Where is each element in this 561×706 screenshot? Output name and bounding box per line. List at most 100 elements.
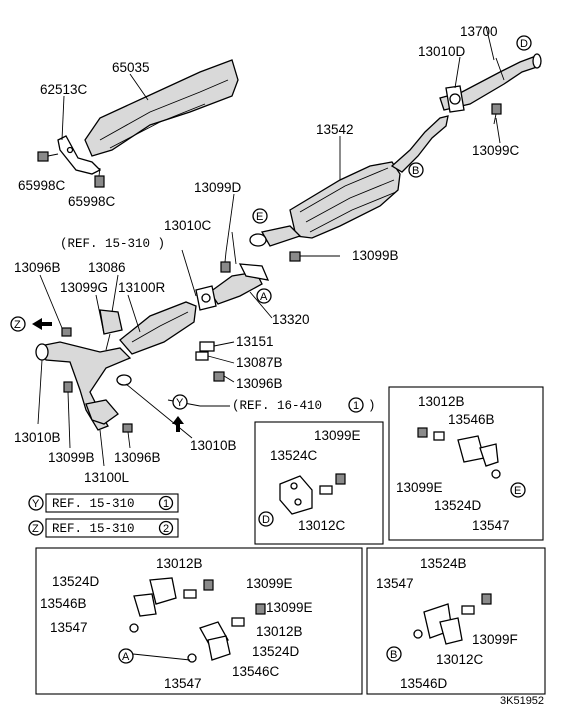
label-13100L: 13100L <box>84 470 130 485</box>
bolt-65998C-left <box>37 151 59 162</box>
label-13099G: 13099G <box>60 280 108 295</box>
nut-13096B-left <box>61 327 72 337</box>
callout-b-main: B <box>408 162 424 178</box>
ref-16-410-num: 1 <box>353 400 359 412</box>
b1-label-13524C: 13524C <box>270 448 318 463</box>
svg-text:D: D <box>262 514 270 526</box>
b2-label-13099E: 13099E <box>396 480 443 495</box>
label-13010B-left: 13010B <box>14 430 61 445</box>
b2-label-13546B: 13546B <box>448 412 495 427</box>
b3-label-13546C: 13546C <box>232 664 280 679</box>
label-13099B-left: 13099B <box>48 450 95 465</box>
b2-label-13012B: 13012B <box>418 394 465 409</box>
label-13096B-right: 13096B <box>236 376 283 391</box>
ref-y-letter: Y <box>32 498 40 510</box>
b1-label-13099E: 13099E <box>314 428 361 443</box>
bolt-13099C <box>491 103 502 125</box>
b3-label-13547-b: 13547 <box>164 676 202 691</box>
label-13096B-left: 13096B <box>14 260 61 275</box>
svg-text:A: A <box>260 291 268 303</box>
label-13099C: 13099C <box>472 143 520 158</box>
center-pipe-13320 <box>195 263 270 311</box>
hanger-box-4-parts <box>413 593 492 645</box>
b3-label-13546B: 13546B <box>40 596 87 611</box>
leader-lines <box>37 25 501 467</box>
label-13700: 13700 <box>460 24 498 39</box>
label-13542: 13542 <box>316 122 354 137</box>
b3-callout-a: A <box>118 648 191 664</box>
svg-text:D: D <box>520 38 528 50</box>
hanger-box-3-parts <box>129 577 266 663</box>
b3-label-13012B: 13012B <box>156 556 203 571</box>
front-pipe-13100L <box>35 341 132 431</box>
label-13086: 13086 <box>88 260 126 275</box>
hanger-box-2-parts <box>417 427 501 479</box>
label-13151: 13151 <box>236 334 274 349</box>
b3-label-13099E-a: 13099E <box>246 576 293 591</box>
bolt-13099D <box>220 251 231 273</box>
callout-z-main: Z <box>10 316 26 332</box>
b4-label-13099F: 13099F <box>472 632 518 647</box>
b4-callout-b: B <box>386 646 402 662</box>
bolt-13099B-top <box>289 251 340 262</box>
b1-label-13012C: 13012C <box>298 518 346 533</box>
ref-15-310-top: (REF. 15-310 ) <box>60 237 165 251</box>
callout-e-main: E <box>252 208 268 224</box>
ref-16-410: (REF. 16-410 <box>232 399 322 413</box>
nut-13096B-right <box>213 371 225 382</box>
svg-text:B: B <box>412 165 419 177</box>
svg-text:Y: Y <box>176 397 184 409</box>
detail-box-3 <box>35 547 363 695</box>
b2-label-13547: 13547 <box>472 518 510 533</box>
b3-label-13012B-b: 13012B <box>256 624 303 639</box>
main-muffler-13542 <box>260 115 449 247</box>
detail-box-4 <box>366 547 546 695</box>
label-13010C: 13010C <box>164 218 212 233</box>
tail-pipe-13700 <box>439 53 542 111</box>
ref-z-text: REF. 15-310 <box>52 522 135 536</box>
arrow-z <box>32 318 52 330</box>
b4-label-13012C: 13012C <box>436 652 484 667</box>
ref-16-410-close: ) <box>368 399 376 413</box>
label-13099B-top: 13099B <box>352 248 399 263</box>
gasket-13010B-right <box>116 374 132 386</box>
svg-text:A: A <box>122 651 130 663</box>
label-13087B: 13087B <box>236 355 283 370</box>
ref-z-letter: Z <box>32 523 39 535</box>
b3-label-13524D-b: 13524D <box>252 644 300 659</box>
heat-shield-65035 <box>84 59 239 157</box>
svg-text:B: B <box>390 649 397 661</box>
svg-text:E: E <box>514 485 521 497</box>
svg-text:E: E <box>256 211 263 223</box>
b1-callout-d: D <box>258 511 274 527</box>
callout-d-top: D <box>516 35 532 51</box>
svg-text:Z: Z <box>14 319 21 331</box>
ref-z-num: 2 <box>163 523 169 535</box>
label-65998C-a: 65998C <box>18 178 66 193</box>
ref-y-text: REF. 15-310 <box>52 497 135 511</box>
ref-y-num: 1 <box>163 498 169 510</box>
label-13099D: 13099D <box>194 180 242 195</box>
label-13010B-right: 13010B <box>190 438 237 453</box>
ref-z-box: Z REF. 15-310 2 <box>28 518 179 538</box>
label-13010D: 13010D <box>418 44 466 59</box>
b3-label-13099E-b: 13099E <box>266 600 313 615</box>
label-65035: 65035 <box>112 60 150 75</box>
catalytic-converter-13100R <box>119 301 197 355</box>
label-13320: 13320 <box>272 312 310 327</box>
gasket-pipe-e <box>249 233 267 247</box>
spring-13151 <box>199 341 215 352</box>
ref-y-box: Y REF. 15-310 1 <box>28 493 179 513</box>
label-65998C-b: 65998C <box>68 194 116 209</box>
b2-callout-e: E <box>510 482 526 498</box>
b4-label-13546D: 13546D <box>400 676 448 691</box>
b3-label-13547-a: 13547 <box>50 620 88 635</box>
b2-label-13524D: 13524D <box>434 498 482 513</box>
label-62513C: 62513C <box>40 82 88 97</box>
hanger-13524C <box>279 473 346 515</box>
detail-box-1 <box>254 421 384 545</box>
bolt-13099B-left <box>63 381 73 393</box>
callout-a-main: A <box>256 288 272 304</box>
label-13100R: 13100R <box>118 280 166 295</box>
